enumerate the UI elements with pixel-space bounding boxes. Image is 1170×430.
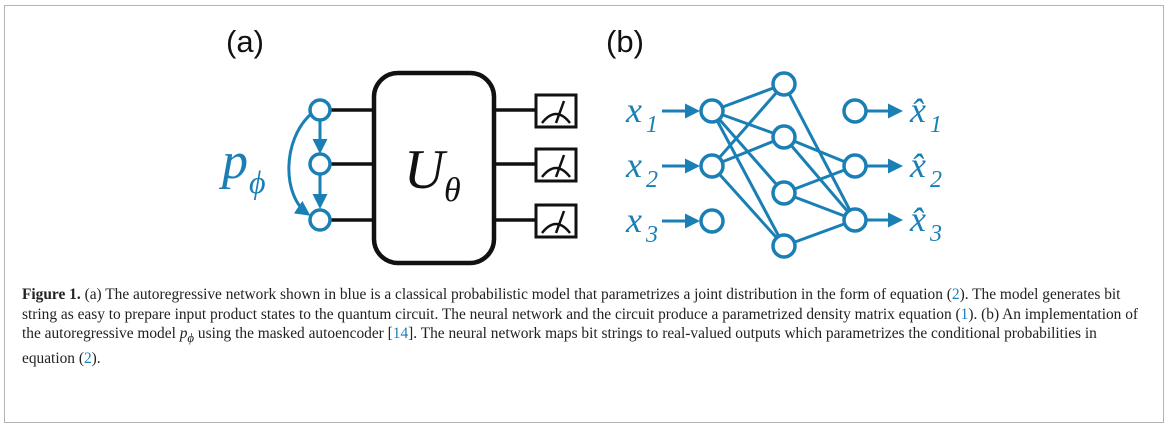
model-label: p [218, 133, 248, 190]
caption-text: ]. The neural network maps bit strings t… [22, 325, 1097, 367]
input-node [699, 98, 725, 124]
panel-a-circuit: U θ p ϕ [218, 70, 578, 266]
input-label-2: x [625, 145, 642, 185]
input-node [699, 153, 725, 179]
output-label-2: x̂ [909, 145, 926, 185]
network-connections [710, 82, 857, 248]
caption-text: ). (b) An implementation of the autoregr… [22, 305, 1139, 343]
input-sub-3: 3 [645, 222, 658, 248]
output-label-1: x̂ [909, 90, 926, 130]
measurement-meter-icon [534, 93, 578, 129]
output-node [842, 207, 868, 233]
panel-b-label: (b) [606, 24, 644, 59]
measurement-meter-icon [534, 147, 578, 183]
panel-a-label: (a) [226, 24, 264, 59]
output-sub-2: 2 [930, 167, 942, 193]
qubit-node [308, 208, 332, 232]
input-sub-1: 1 [646, 112, 658, 138]
caption-text: ). [91, 349, 101, 367]
unitary-block [371, 70, 497, 266]
output-sub-3: 3 [929, 221, 942, 247]
caption-text: ). The model generates bit string as eas… [22, 286, 1121, 323]
model-symbol: p [179, 325, 188, 343]
model-symbol-sub: ϕ [187, 331, 195, 346]
measurement-meter-icon [534, 203, 578, 239]
output-node [842, 153, 868, 179]
figure-diagram: (a) (b) U θ [218, 24, 942, 266]
equation-ref-link[interactable]: 2 [951, 286, 960, 303]
chain-arrow-1-3 [287, 112, 313, 216]
input-node [699, 208, 725, 234]
caption-text: (a) The autoregressive network shown in … [80, 286, 952, 303]
input-label-1: x [625, 90, 642, 130]
figure-frame [4, 5, 1164, 423]
unitary-label-sub: θ [444, 172, 461, 209]
hidden-node [771, 71, 797, 97]
input-sub-2: 2 [646, 167, 658, 193]
equation-ref-link[interactable]: 1 [960, 305, 969, 323]
panel-b-network: x 1 x 2 x 3 [625, 71, 942, 259]
citation-ref-link[interactable]: 14 [392, 325, 409, 343]
figure-caption: Figure 1. (a) The autoregressive network… [22, 285, 1147, 368]
caption-lead: Figure 1. [22, 286, 81, 303]
output-label-3: x̂ [909, 199, 926, 239]
equation-ref-link[interactable]: 2 [83, 349, 92, 367]
output-node [842, 98, 868, 124]
hidden-node [771, 180, 797, 206]
input-label-3: x [625, 200, 642, 240]
hidden-node [771, 124, 797, 150]
qubit-node [308, 152, 332, 176]
caption-text: using the masked autoencoder [ [194, 325, 393, 343]
qubit-node [308, 98, 332, 122]
output-sub-1: 1 [930, 112, 942, 138]
hidden-node [771, 233, 797, 259]
unitary-label: U [404, 139, 448, 201]
model-label-sub: ϕ [249, 164, 266, 200]
